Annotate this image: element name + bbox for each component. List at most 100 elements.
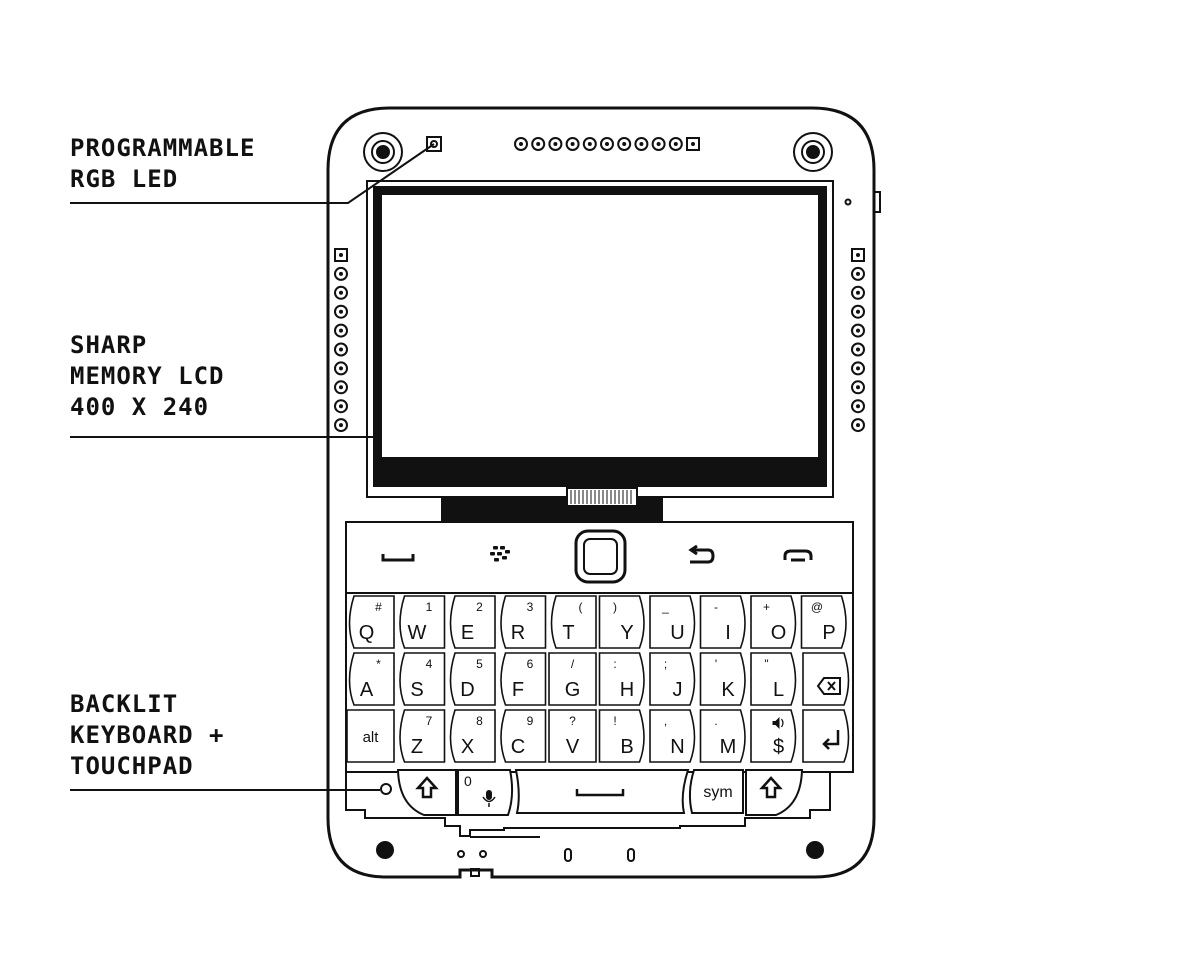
callout-led-line-2: RGB LED: [70, 165, 179, 193]
header-pin: [851, 361, 865, 376]
key-main-label: E: [461, 622, 474, 644]
key-a[interactable]: A*: [348, 652, 395, 706]
leader-dot-keyboard: [380, 783, 392, 795]
key-alt-label: 8: [476, 714, 483, 728]
key-cap: [649, 652, 696, 706]
zero-key-label: 0: [464, 773, 472, 789]
key-u[interactable]: U_: [649, 595, 696, 649]
header-pin-hole: [339, 385, 343, 390]
space-icon: [575, 789, 625, 797]
key-r[interactable]: R3: [500, 595, 547, 649]
key-main-label: Z: [411, 736, 423, 758]
lcd-display: [366, 180, 834, 498]
key-m[interactable]: M.: [699, 709, 746, 763]
key-alt-label: !: [613, 714, 616, 728]
zero-mic-key[interactable]: 0: [457, 769, 514, 816]
key-c[interactable]: C9: [500, 709, 547, 763]
key-q[interactable]: Q#: [348, 595, 395, 649]
key-main-label: alt: [363, 729, 380, 746]
key-i[interactable]: I-: [699, 595, 746, 649]
key-main-label: L: [773, 679, 784, 701]
key-x[interactable]: X8: [449, 709, 496, 763]
key-t[interactable]: T(: [550, 595, 597, 649]
key-v[interactable]: V?: [548, 709, 597, 763]
header-pin: [565, 137, 580, 151]
header-pin-hole: [639, 142, 644, 146]
header-pin: [582, 137, 597, 151]
speaker-icon: [772, 717, 784, 729]
key-main-label: R: [511, 622, 525, 644]
usb-port: [470, 868, 480, 877]
key-h[interactable]: H:: [598, 652, 645, 706]
key-main-label: K: [721, 679, 735, 701]
header-pin: [334, 266, 348, 281]
mount-hole-bottom-left: [376, 841, 394, 859]
side-switch: [873, 191, 881, 213]
side-dot: [844, 198, 852, 206]
header-pin: [851, 266, 865, 281]
back-icon: [688, 544, 715, 564]
key-main-label: U: [670, 622, 684, 644]
key-dollar[interactable]: $: [750, 709, 797, 763]
header-pin: [851, 380, 865, 395]
header-pin-hole: [856, 366, 860, 371]
space-bar[interactable]: [514, 769, 690, 814]
header-pin-hole: [856, 309, 860, 314]
header-pin-hole: [339, 366, 343, 371]
key-l[interactable]: L": [750, 652, 797, 706]
key-y[interactable]: Y): [598, 595, 645, 649]
key-cap: [449, 652, 496, 706]
header-pin: [531, 137, 546, 151]
shift-key-left[interactable]: [396, 769, 457, 816]
key-f[interactable]: F6: [500, 652, 547, 706]
key-z[interactable]: Z7: [399, 709, 446, 763]
key-alt[interactable]: alt: [346, 709, 395, 763]
enter-key[interactable]: [802, 709, 850, 763]
key-cap: [548, 709, 597, 763]
key-s[interactable]: S4: [399, 652, 446, 706]
key-b[interactable]: B!: [598, 709, 645, 763]
key-j[interactable]: J;: [649, 652, 696, 706]
bottom-dot-2: [479, 850, 487, 858]
key-d[interactable]: D5: [449, 652, 496, 706]
backspace-icon: [816, 677, 841, 695]
key-n[interactable]: N,: [649, 709, 696, 763]
header-pin-square: [686, 137, 700, 151]
header-pin: [851, 342, 865, 357]
header-pin-hole: [339, 309, 343, 314]
key-cap: [449, 709, 496, 763]
key-alt-label: ): [613, 600, 617, 614]
header-pin-hole: [691, 142, 695, 146]
header-pin-hole: [605, 142, 609, 146]
shift-key-right[interactable]: [745, 769, 804, 816]
key-w[interactable]: W1: [399, 595, 446, 649]
callout-led-line-1: PROGRAMMABLE: [70, 134, 256, 162]
key-alt-label: @: [811, 600, 823, 614]
key-cap: [699, 709, 746, 763]
key-p[interactable]: P@: [800, 595, 847, 649]
header-pin: [651, 137, 666, 151]
header-pin-hole: [856, 253, 860, 257]
key-alt-label: ,: [664, 714, 667, 728]
bottom-slot-2: [627, 848, 635, 862]
key-e[interactable]: E2: [449, 595, 496, 649]
header-pin-square: [851, 248, 865, 262]
trackpad-button[interactable]: [574, 529, 627, 584]
left-header-pins: [334, 248, 348, 433]
key-alt-label: ?: [569, 714, 576, 728]
backspace-key[interactable]: [802, 652, 850, 706]
key-alt-label: _: [661, 600, 669, 614]
top-header-pins: [514, 137, 700, 151]
sym-key[interactable]: sym: [688, 769, 744, 814]
key-cap: [399, 595, 446, 649]
header-pin: [668, 137, 683, 151]
key-k[interactable]: K': [699, 652, 746, 706]
key-alt-label: 7: [426, 714, 433, 728]
key-o[interactable]: O+: [750, 595, 797, 649]
key-g[interactable]: G/: [548, 652, 597, 706]
header-pin: [634, 137, 649, 151]
key-alt-label: -: [714, 600, 718, 614]
